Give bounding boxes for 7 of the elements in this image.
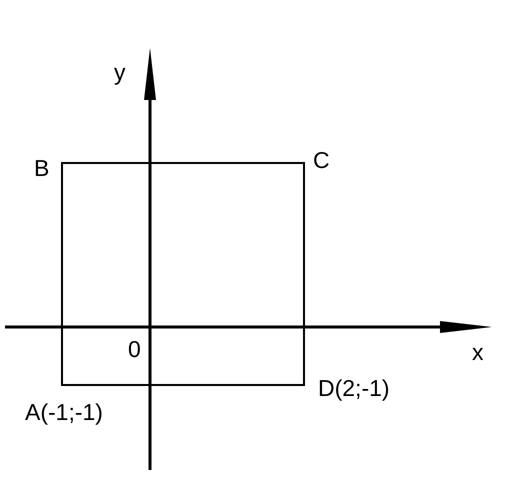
- vertex-label: B: [34, 156, 50, 180]
- origin-label: 0: [128, 337, 141, 361]
- vertex-label: A(-1;-1): [25, 400, 103, 424]
- vertex-label: D(2;-1): [318, 376, 390, 400]
- axis-label: x: [472, 340, 484, 364]
- axis-label: y: [114, 60, 126, 84]
- vertex-label: C: [313, 148, 330, 172]
